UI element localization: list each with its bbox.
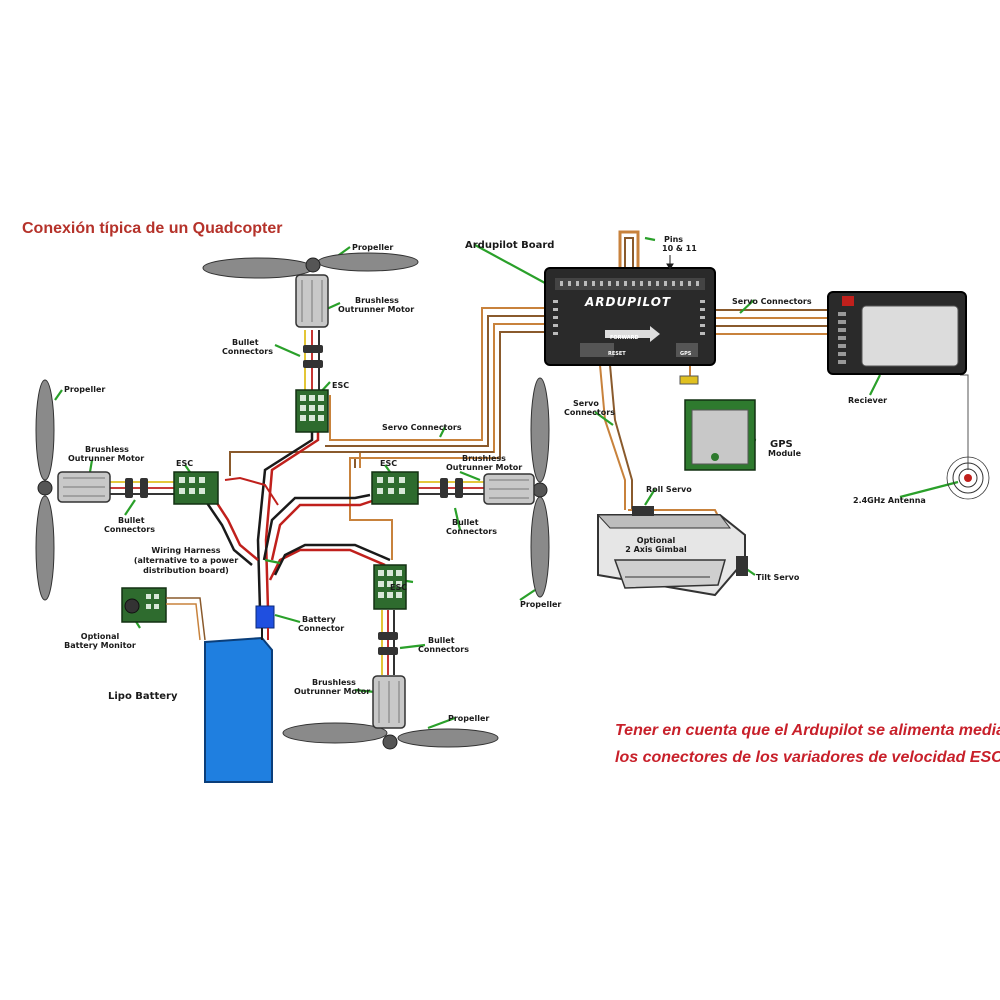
motor-right-label-1: Brushless — [462, 454, 506, 463]
propeller-top-label: Propeller — [352, 243, 393, 252]
esc-right — [371, 471, 419, 505]
esc-bottom — [373, 564, 407, 610]
motor-top-label-2: Outrunner Motor — [338, 305, 414, 314]
esc-left-label: ESC — [176, 459, 193, 468]
motor-top-label-1: Brushless — [355, 296, 399, 305]
motor-right-label-2: Outrunner Motor — [446, 463, 522, 472]
bullet-right-label-1: Bullet — [452, 518, 479, 527]
gps-module-label: Module — [768, 449, 802, 458]
motor-bottom — [372, 675, 406, 729]
propeller-bottom-label: Propeller — [448, 714, 489, 723]
propeller-left-label: Propeller — [64, 385, 105, 394]
servo-connectors-mid-label: Servo Connectors — [382, 423, 462, 432]
motor-top — [295, 274, 329, 328]
note-line-1: Tener en cuenta que el Ardupilot se alim… — [615, 722, 1000, 739]
esc-top — [295, 389, 329, 433]
ardupilot-board-label: Ardupilot Board — [465, 240, 554, 251]
servo-connectors-board-label-1: Servo — [573, 399, 599, 408]
pins-label-2: 10 & 11 — [662, 244, 697, 253]
gimbal — [596, 506, 748, 597]
antenna-label: 2.4GHz Antenna — [853, 496, 926, 505]
reset-label: RESET — [608, 351, 626, 357]
gps-label: GPS — [770, 439, 793, 450]
propeller-top — [202, 252, 419, 279]
motor-bottom-label-2: Outrunner Motor — [294, 687, 370, 696]
gimbal-label-1: Optional — [637, 536, 676, 545]
battery-connector-label-2: Connector — [298, 624, 344, 633]
lipo-battery-label: Lipo Battery — [108, 691, 178, 702]
bullet-connectors — [125, 345, 463, 655]
tilt-servo-label: Tilt Servo — [756, 573, 800, 582]
propeller-right-label: Propeller — [520, 600, 561, 609]
harness-label-3: distribution board) — [143, 566, 229, 575]
battery-monitor-label-1: Optional — [81, 632, 120, 641]
propeller-right — [530, 377, 550, 598]
battery-connector — [255, 605, 275, 640]
diagram-title: Conexión típica de un Quadcopter — [22, 220, 282, 237]
pins-label-1: Pins — [664, 235, 683, 244]
bullet-top-label-2: Connectors — [222, 347, 273, 356]
esc-top-label: ESC — [332, 381, 349, 390]
motor-left-label-2: Outrunner Motor — [68, 454, 144, 463]
harness-label-1: Wiring Harness — [151, 546, 220, 555]
bullet-top-label-1: Bullet — [232, 338, 259, 347]
forward-label: FORWARD — [610, 335, 639, 341]
bullet-right-label-2: Connectors — [446, 527, 497, 536]
gimbal-label-2: 2 Axis Gimbal — [625, 545, 687, 554]
propeller-bottom — [282, 722, 499, 750]
servo-signal-wires — [229, 230, 969, 566]
bullet-left-label-1: Bullet — [118, 516, 145, 525]
receiver-label: Reciever — [848, 396, 887, 405]
roll-servo-label: Roll Servo — [646, 485, 692, 494]
bullet-left-label-2: Connectors — [104, 525, 155, 534]
antenna-icon — [946, 456, 990, 500]
ardupilot-brand-text: ARDUPILOT — [584, 295, 671, 309]
motor-right — [483, 473, 535, 505]
gps-port-label: GPS — [680, 351, 692, 357]
bullet-bottom-label-1: Bullet — [428, 636, 455, 645]
servo-connectors-board-label-2: Connectors — [564, 408, 615, 417]
harness-label-2: (alternative to a power — [134, 556, 238, 565]
bullet-bottom-label-2: Connectors — [418, 645, 469, 654]
battery-monitor — [121, 587, 206, 641]
motor-left-label-1: Brushless — [85, 445, 129, 454]
servo-connectors-right-label: Servo Connectors — [732, 297, 812, 306]
esc-bottom-label: ESC — [390, 583, 407, 592]
lipo-battery — [204, 636, 273, 783]
esc-right-label: ESC — [380, 459, 397, 468]
pins-arrow — [666, 255, 674, 270]
ardupilot-board — [544, 267, 716, 366]
esc-left — [173, 471, 219, 505]
battery-connector-label-1: Battery — [302, 615, 337, 624]
motor-left — [57, 471, 111, 503]
motor-bottom-label-1: Brushless — [312, 678, 356, 687]
propeller-left — [35, 379, 55, 601]
receiver — [827, 291, 967, 375]
battery-monitor-label-2: Battery Monitor — [64, 641, 136, 650]
gps-module — [679, 375, 756, 471]
note-line-2: los conectores de los variadores de velo… — [615, 749, 1000, 766]
